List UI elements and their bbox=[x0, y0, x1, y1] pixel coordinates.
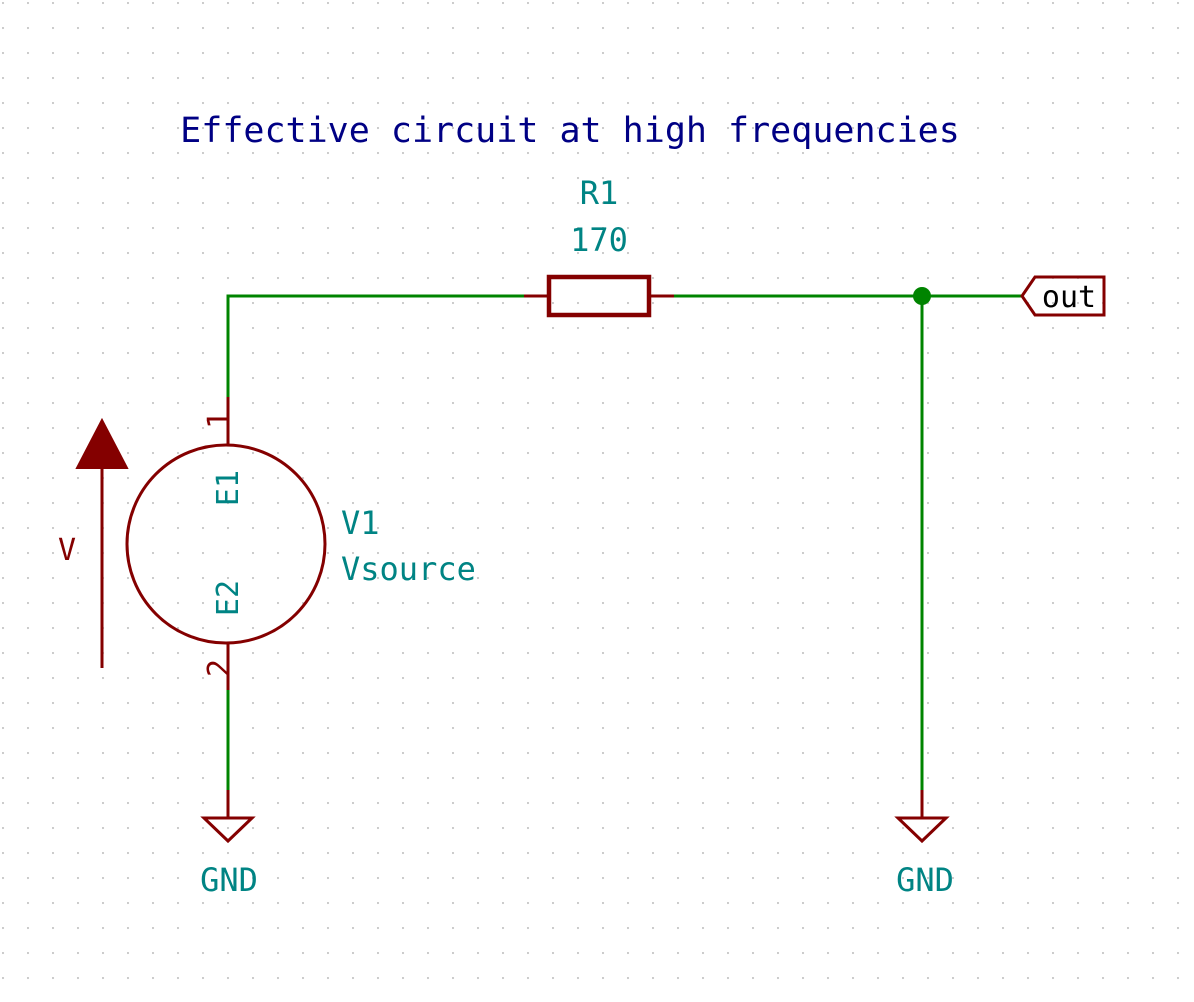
gnd-right-triangle bbox=[894, 816, 950, 844]
source-value: Vsource bbox=[341, 550, 476, 588]
source-pin-bottom-number: 2 bbox=[202, 659, 237, 677]
gnd-symbol-left[interactable] bbox=[200, 790, 256, 844]
gnd-symbol-right[interactable] bbox=[894, 790, 950, 844]
net-label-out-text: out bbox=[1042, 280, 1096, 315]
source-pin-bottom-name: E2 bbox=[211, 580, 246, 616]
resistor-value: 170 bbox=[570, 221, 628, 259]
voltage-arrow bbox=[75, 417, 129, 668]
net-label-out[interactable]: out bbox=[1020, 275, 1106, 317]
wire-source-to-resistor[interactable] bbox=[226, 294, 526, 399]
resistor-reference: R1 bbox=[580, 174, 619, 212]
title-note: Effective circuit at high frequencies bbox=[180, 111, 960, 151]
gnd-left-triangle bbox=[200, 816, 256, 844]
gnd-right-label: GND bbox=[896, 861, 954, 899]
source-pin-top-name: E1 bbox=[211, 470, 246, 506]
wires bbox=[226, 294, 1024, 820]
source-reference: V1 bbox=[341, 504, 380, 542]
source-pin-top-number: 1 bbox=[202, 411, 237, 429]
gnd-left-label: GND bbox=[200, 861, 258, 899]
net-label-out-flag bbox=[1020, 275, 1106, 317]
source-body bbox=[125, 443, 327, 645]
voltage-arrow-label: V bbox=[58, 533, 76, 568]
voltage-arrow-head bbox=[75, 417, 129, 469]
junction-dot[interactable] bbox=[913, 287, 931, 305]
resistor-r1[interactable] bbox=[524, 274, 674, 318]
voltage-source-v1[interactable] bbox=[125, 397, 327, 690]
